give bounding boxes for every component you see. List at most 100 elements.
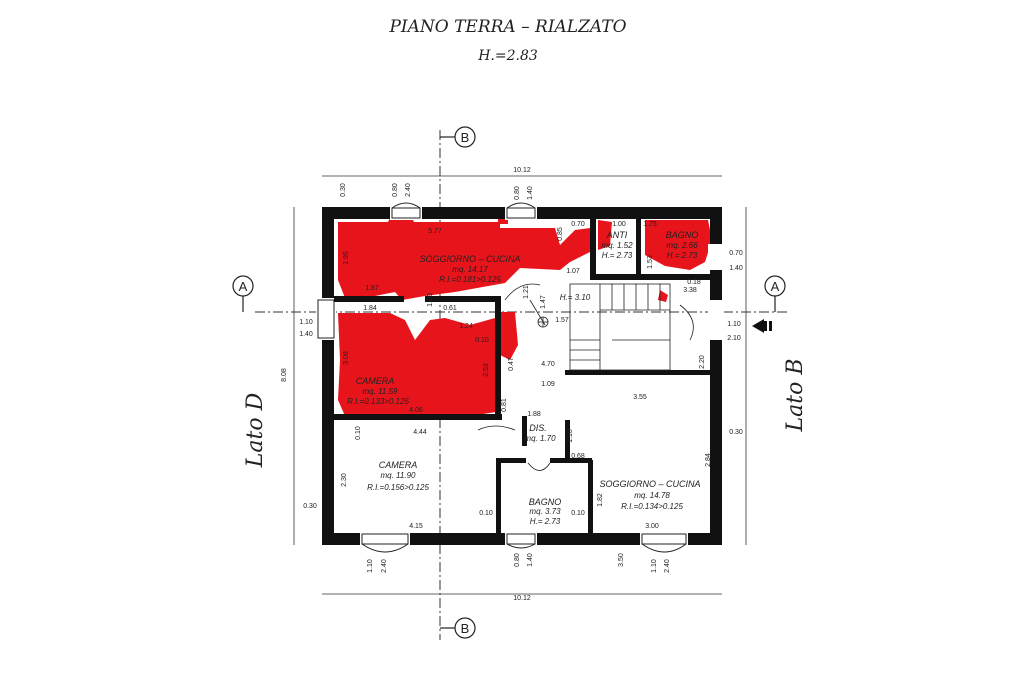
window-bottom-3 [640,532,688,546]
dim-068: 0.68 [571,453,585,460]
window-right [708,244,724,270]
plan-height: H.=2.83 [477,48,538,64]
dim-070r: 0.70 [729,250,743,257]
room-soggiorno-bottom-area: mq. 14.78 [634,491,670,500]
wall-v-bagno-right [588,460,593,533]
dim-085: 0.85 [557,227,564,241]
interior-walls [334,219,710,533]
dim-081: 0.81 [501,398,508,412]
axis-b-bottom-marker [454,617,476,639]
dim-080a: 0.80 [392,183,399,197]
room-bagno-top-name: BAGNO [666,230,699,240]
damage-areas [338,210,712,416]
door-swing-living [504,283,541,301]
stair-height: H.= 3.10 [560,293,591,302]
entrance-arrow-icon [752,319,772,333]
room-soggiorno-top-ri: R.I.=0.181>0.125 [439,275,501,284]
window-left [316,298,336,340]
dim-350: 3.50 [618,553,625,567]
wall-v-anti-right [636,219,641,279]
dim-bottom-total: 10.12 [513,595,531,602]
room-anti-height: H.= 2.73 [602,251,633,260]
dim-110bl: 1.10 [367,559,374,573]
axis-a-left-marker [232,275,254,297]
room-camera-left-area: mq. 11.59 [363,387,399,396]
dim-577: 5.77 [428,228,442,235]
damage-area-anti [598,220,612,250]
wall-h-bagno-top-left [496,458,526,463]
room-camera-left-ri: R.I.=0.133>0.125 [347,397,409,406]
window-top-1 [390,206,422,220]
dim-080b: 0.80 [514,186,521,200]
dim-470: 4.70 [541,361,555,368]
room-bagno-bottom-height: H.= 2.73 [530,517,561,526]
dim-140a: 1.40 [527,186,534,200]
window-bottom-2 [505,532,537,546]
damage-area-corridor [500,312,518,360]
dim-100a: 1.00 [612,221,626,228]
dim-110l: 1.10 [299,319,313,326]
dim-080c: 0.80 [514,553,521,567]
wall-v-dis [522,416,527,446]
dim-406: 4.06 [409,407,423,414]
dim-175: 1.75 [643,221,657,228]
dim-030a: 0.30 [340,183,347,197]
window-frames [317,202,687,553]
dim-110m: 1.10 [567,429,574,443]
window-bottom-1 [360,532,410,546]
dim-010d: 0.10 [571,510,585,517]
wall-h-stair-bottom [565,370,710,375]
room-bagno-bottom-area: mq. 3.73 [529,507,561,516]
dim-110r: 1.10 [727,321,741,328]
door-swings [477,283,694,471]
room-anti-name: ANTI [606,230,628,240]
dim-195: 1.95 [343,251,350,265]
axis-b-top-label: B [461,130,470,145]
dim-188: 1.88 [527,411,541,418]
dim-284: 2.84 [705,453,712,467]
dim-top-total: 10.12 [513,167,531,174]
dim-047: 0.47 [508,357,515,371]
room-soggiorno-bottom-name: SOGGIORNO – CUCINA [599,479,700,489]
dim-253: 2.53 [483,363,490,377]
dim-147: 1.47 [540,295,547,309]
wall-openings [316,206,724,546]
cross-circle-icon [537,316,549,328]
wall-h-camera-bottom [334,414,502,420]
door-swing-entrance [679,304,694,341]
dim-140r: 1.40 [729,265,743,272]
wall-v-bagno-left [496,460,501,533]
room-soggiorno-top-area: mq. 14.17 [452,265,488,274]
wall-v-dis-right [565,420,570,460]
dim-109: 1.09 [541,381,555,388]
dim-240a: 2.40 [405,183,412,197]
room-soggiorno-bottom-ri: R.I.=0.134>0.125 [621,502,683,511]
dim-061: 0.61 [443,305,457,312]
dim-140c: 1.40 [527,553,534,567]
dim-030r: 0.30 [729,429,743,436]
axis-a-left-label: A [239,279,248,294]
dim-107: 1.07 [566,268,580,275]
door-swing-dis [477,425,516,431]
dim-808: 8.08 [281,368,288,382]
door-leaf-living [529,299,546,326]
room-dis-area: mq. 1.70 [524,434,556,443]
wall-h-living-left [334,296,404,302]
dim-300: 3.00 [645,523,659,530]
window-top-2 [505,206,537,220]
room-dis-name: DIS. [529,423,547,433]
dim-110br: 1.10 [651,559,658,573]
dim-140l: 1.40 [299,331,313,338]
dim-070a: 0.70 [571,221,585,228]
dim-030l: 0.30 [303,503,317,510]
room-camera-left-name: CAMERA [356,376,395,386]
room-camera-bottom-area: mq. 11.90 [381,471,417,480]
dim-220: 2.20 [699,355,706,369]
dim-230: 2.30 [341,473,348,487]
room-soggiorno-top-name: SOGGIORNO – CUCINA [419,254,520,264]
room-bagno-top-area: mq. 2.66 [666,241,698,250]
dim-184: 1.84 [363,305,377,312]
damage-area-living-top [338,214,590,300]
